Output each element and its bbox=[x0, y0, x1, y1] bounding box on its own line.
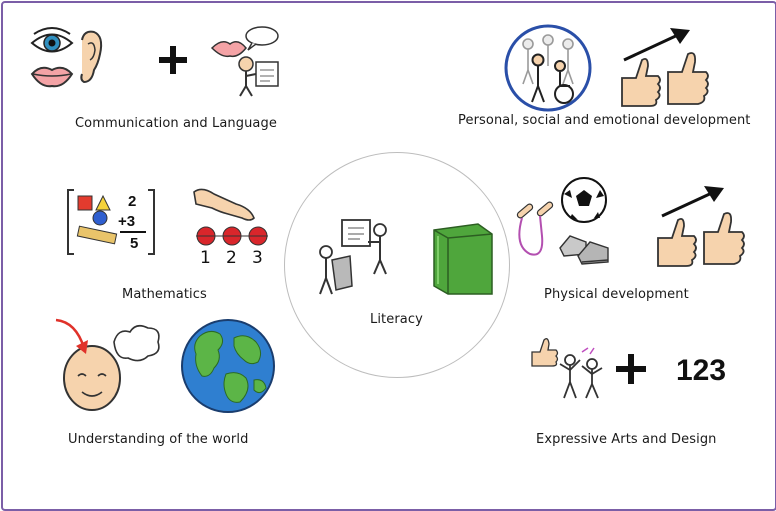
skipping-rope-icon bbox=[516, 201, 554, 256]
world-label: Understanding of the world bbox=[68, 432, 249, 447]
group-icon bbox=[504, 24, 592, 112]
personal-label: Personal, social and emotional developme… bbox=[458, 113, 751, 128]
plus-icon bbox=[159, 46, 187, 74]
progress-arrow-icon-2 bbox=[661, 186, 724, 218]
ear-icon bbox=[80, 30, 103, 84]
football-icon bbox=[561, 177, 607, 223]
counting-hand-icon: 1 2 3 bbox=[193, 188, 268, 268]
thinking-head-icon bbox=[55, 318, 160, 411]
mathematics-label: Mathematics bbox=[122, 287, 207, 302]
counter-number-2: 2 bbox=[226, 248, 237, 268]
trainers-icon bbox=[559, 235, 609, 265]
speaking-person-icon bbox=[210, 26, 279, 97]
shapes-sum-icon: 2 +3 5 bbox=[67, 189, 155, 255]
lips-icon bbox=[30, 66, 74, 88]
book-icon bbox=[433, 223, 493, 295]
eye-icon bbox=[30, 27, 74, 53]
number-123-icon: 123 bbox=[676, 354, 726, 387]
counter-number-1: 1 bbox=[200, 248, 211, 268]
globe-icon bbox=[181, 319, 275, 413]
progress-arrow-icon bbox=[623, 28, 690, 62]
expressive-number: 123 bbox=[676, 354, 726, 387]
counter-number-3: 3 bbox=[252, 248, 263, 268]
sum-result-number: 5 bbox=[130, 235, 138, 252]
thumbs-up-icon-2 bbox=[657, 212, 745, 267]
plus-icon-2 bbox=[616, 354, 646, 384]
physical-label: Physical development bbox=[544, 287, 689, 302]
teacher-reading-icon bbox=[319, 219, 387, 295]
dancing-people-icon bbox=[531, 338, 603, 399]
communication-label: Communication and Language bbox=[75, 116, 277, 131]
thumbs-up-icon bbox=[621, 52, 709, 107]
literacy-label: Literacy bbox=[370, 312, 423, 327]
sum-middle-number: +3 bbox=[118, 213, 135, 230]
expressive-label: Expressive Arts and Design bbox=[536, 432, 717, 447]
sum-top-number: 2 bbox=[128, 193, 136, 210]
